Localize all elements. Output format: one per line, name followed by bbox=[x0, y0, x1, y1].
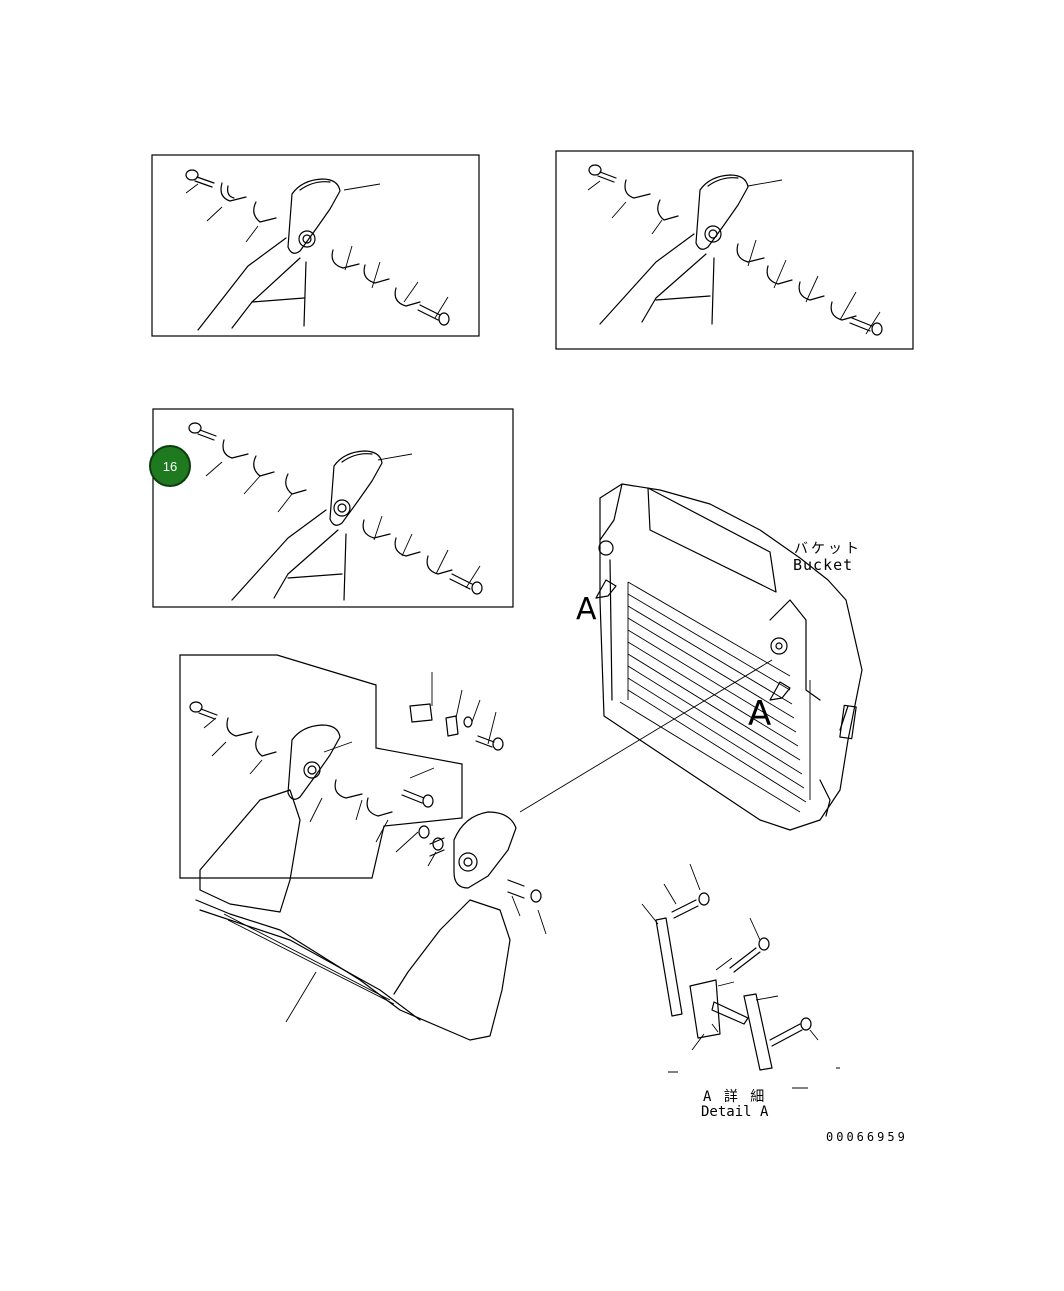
bolt-icon bbox=[401, 789, 434, 808]
bolt-icon bbox=[449, 573, 483, 595]
bolt-icon bbox=[849, 317, 883, 336]
bucket-label-en: Bucket bbox=[793, 556, 854, 574]
bucket-linkage-assembly bbox=[179, 654, 547, 1041]
bucket-label-jp: バケット bbox=[794, 541, 862, 557]
bucket-ribs bbox=[619, 581, 811, 813]
bolt-icon bbox=[475, 735, 504, 751]
bolt-icon bbox=[729, 937, 770, 973]
detail-label-jp: A 詳 細 bbox=[703, 1089, 767, 1105]
bushing-icon bbox=[418, 825, 542, 903]
detail-a-illustration bbox=[641, 863, 840, 1089]
view-marker-a-left: A bbox=[576, 592, 597, 627]
callout-badge-16[interactable]: 16 bbox=[149, 445, 191, 487]
view-arrow-icon bbox=[595, 579, 791, 701]
view-marker-a-right: A bbox=[748, 694, 772, 734]
bolt-icon bbox=[671, 892, 710, 919]
linkage-panel-2 bbox=[555, 150, 914, 350]
bolt-icon bbox=[185, 169, 215, 188]
bolt-icon bbox=[588, 164, 617, 183]
bolt-icon bbox=[188, 422, 217, 441]
bolt-icon bbox=[189, 701, 218, 720]
bucket-illustration bbox=[519, 483, 863, 831]
bolt-icon bbox=[417, 304, 450, 326]
bolt-icon bbox=[769, 1017, 812, 1047]
detail-label-en: Detail A bbox=[701, 1104, 769, 1120]
linkage-panel-1 bbox=[151, 154, 480, 337]
linkage-panel-3 bbox=[152, 408, 514, 608]
drawing-number: 00066959 bbox=[826, 1130, 908, 1144]
pin-cap-icon bbox=[409, 703, 473, 737]
